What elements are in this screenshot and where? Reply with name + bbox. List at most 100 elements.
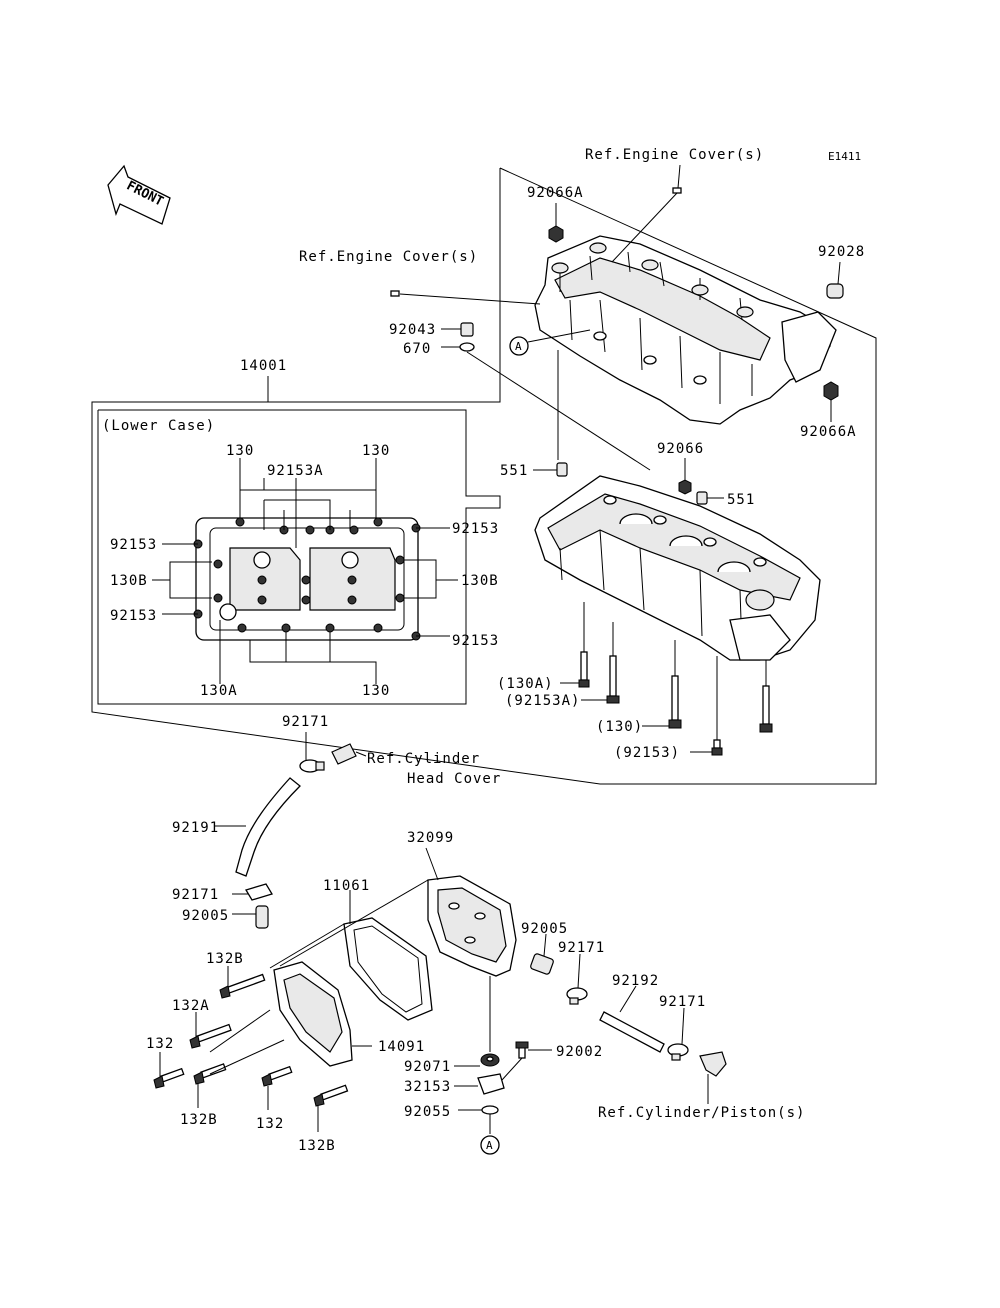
label-132: 132: [146, 1036, 174, 1052]
label-92028: 92028: [818, 244, 865, 260]
label-132B-b2: 132B: [298, 1138, 336, 1154]
part-92066A-top: [548, 203, 564, 243]
bolt-92153A: [581, 622, 620, 704]
part-92066A-right: [823, 381, 839, 422]
label-92153-bl: 92153: [110, 608, 157, 624]
label-92005-left: 92005: [182, 908, 229, 924]
label-14001: 14001: [240, 358, 287, 374]
label-11061: 11061: [323, 878, 370, 894]
label-551-left: 551: [500, 463, 528, 479]
bolt-132B-b1: [193, 1063, 227, 1108]
label-92171-top: 92171: [282, 714, 329, 730]
label-92153-paren: (92153): [614, 745, 680, 761]
label-130B-l: 130B: [110, 573, 148, 589]
label-32099: 32099: [407, 830, 454, 846]
ref-cylinder-piston: Ref.Cylinder/Piston(s): [598, 1105, 805, 1121]
label-92043: 92043: [389, 322, 436, 338]
part-92002-bolt: [501, 1041, 552, 1081]
diagram-id: E1411: [828, 150, 861, 163]
bolt-132B-top: [219, 966, 266, 999]
part-92192-pipe: [599, 985, 665, 1053]
label-132A: 132A: [172, 998, 210, 1014]
label-132B-top: 132B: [206, 951, 244, 967]
lower-case-bottom-view: [193, 517, 421, 641]
label-92153A-paren: (92153A): [505, 693, 580, 709]
label-132B-b1: 132B: [180, 1112, 218, 1128]
label-130-bottom: 130: [362, 683, 390, 699]
bolt-132B-b2: [313, 1084, 349, 1132]
label-130-b: 130: [362, 443, 390, 459]
callout-a-upper-letter: A: [515, 340, 522, 353]
bolt-130A: [560, 602, 590, 688]
label-92171-rr: 92171: [659, 994, 706, 1010]
bolt-132-left: [153, 1052, 185, 1089]
bolt-lower-right: [759, 660, 773, 733]
front-arrow-icon: FRONT: [107, 164, 171, 225]
ref-cylinder-head-cover-fitting: [331, 743, 367, 765]
lower-case-inset: (Lower Case): [97, 409, 501, 705]
part-670-oring: [441, 342, 475, 352]
label-92066A-right: 92066A: [800, 424, 857, 440]
part-551-left: [533, 462, 568, 477]
part-32153-strainer: [454, 1073, 505, 1095]
lower-case-bolts: [193, 517, 421, 641]
label-551-right: 551: [727, 492, 755, 508]
callout-a-lower-letter: A: [486, 1139, 493, 1152]
label-92071: 92071: [404, 1059, 451, 1075]
bolt-92153: [690, 656, 723, 756]
ref-cylinder-piston-fitting: [699, 1051, 727, 1104]
label-92055: 92055: [404, 1104, 451, 1120]
bolt-132-b: [261, 1065, 293, 1110]
label-130A: 130A: [200, 683, 238, 699]
label-14091: 14091: [378, 1039, 425, 1055]
label-92153A: 92153A: [267, 463, 324, 479]
part-92005-fitting-left: [232, 905, 269, 929]
label-32153: 32153: [404, 1079, 451, 1095]
label-92005-right: 92005: [521, 921, 568, 937]
label-92066A-top: 92066A: [527, 185, 584, 201]
bolt-132A: [189, 1012, 232, 1049]
upper-crankcase: [534, 235, 837, 425]
part-11061-gasket: [343, 890, 433, 1021]
label-130-a: 130: [226, 443, 254, 459]
part-92171-clamp-right: [566, 953, 588, 1005]
label-130-paren: (130): [596, 719, 643, 735]
ref-cylinder-head-cover-line1: Ref.Cylinder: [367, 751, 480, 767]
ref-cylinder-head-cover-line2: Head Cover: [407, 771, 501, 787]
label-92153-tr: 92153: [452, 521, 499, 537]
lower-crankcase: [534, 475, 821, 661]
part-32099-oil-pan: [425, 847, 517, 977]
part-92055-oring: [458, 1105, 499, 1134]
label-92192: 92192: [612, 973, 659, 989]
label-92002: 92002: [556, 1044, 603, 1060]
label-670: 670: [403, 341, 431, 357]
ref-engine-cover-left: Ref.Engine Cover(s): [299, 249, 478, 265]
label-130B-r: 130B: [461, 573, 499, 589]
part-92171-clamp-mid: [232, 883, 273, 901]
bolt-130: [642, 640, 682, 729]
part-92171-clamp-top: [299, 732, 325, 773]
label-132-b: 132: [256, 1116, 284, 1132]
part-92066-nut: [678, 458, 692, 495]
part-14091-cover: [273, 961, 372, 1067]
part-92005-fitting-right: [530, 933, 554, 975]
lower-case-title: (Lower Case): [102, 418, 215, 434]
callout-a-lower: [480, 1135, 500, 1155]
label-92191: 92191: [172, 820, 219, 836]
label-92171-right: 92171: [558, 940, 605, 956]
label-130A-paren: (130A): [497, 676, 554, 692]
part-551-right: [696, 491, 724, 505]
inset-leaders: [152, 458, 458, 684]
label-92153-tl: 92153: [110, 537, 157, 553]
ref-engine-cover-top: Ref.Engine Cover(s): [585, 147, 764, 163]
part-92191-hose: [214, 777, 301, 877]
callout-a-upper: [509, 336, 529, 356]
label-92153-br: 92153: [452, 633, 499, 649]
part-92028-dowel: [826, 261, 844, 299]
part-92171-clamp-rr: [667, 1007, 689, 1061]
part-92043-dowel: [441, 322, 474, 337]
label-92066: 92066: [657, 441, 704, 457]
label-92171-mid: 92171: [172, 887, 219, 903]
part-92071-washer: [454, 1053, 500, 1067]
